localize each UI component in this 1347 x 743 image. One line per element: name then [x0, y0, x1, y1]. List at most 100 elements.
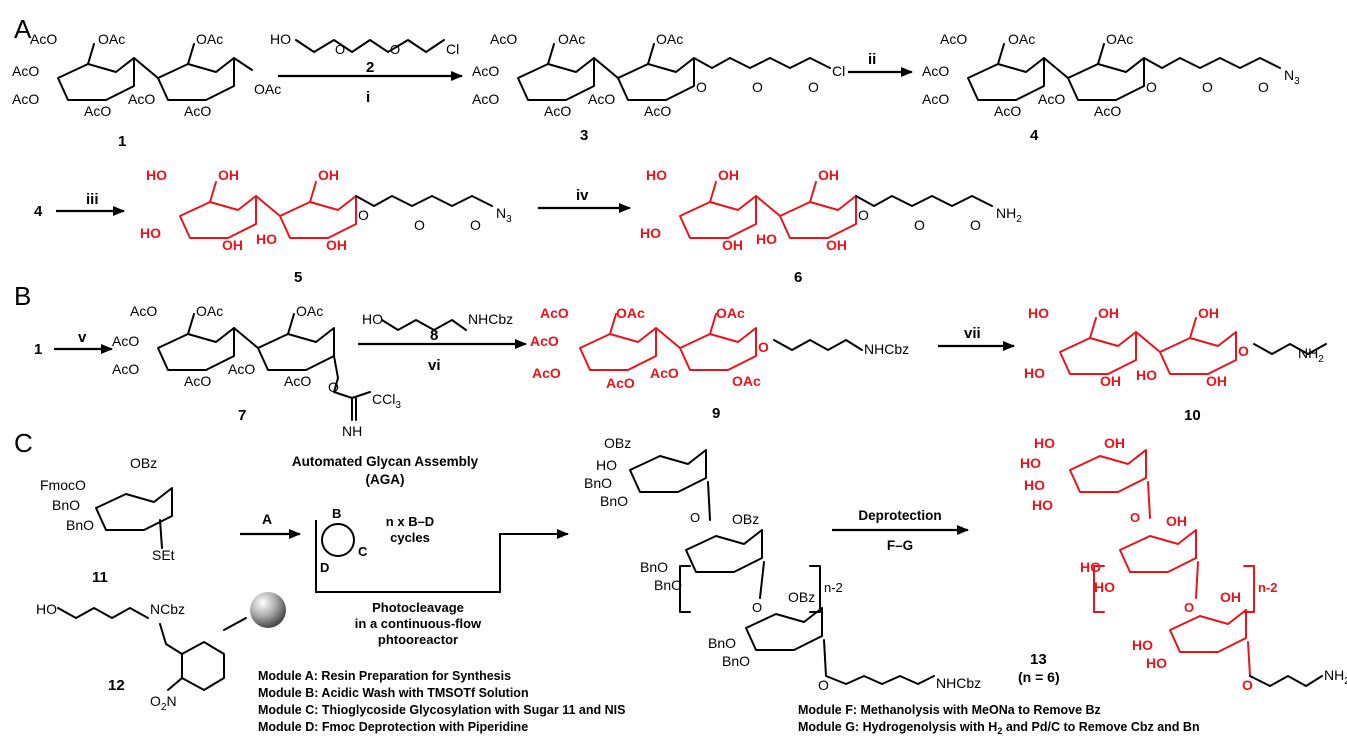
group-label: OAc — [196, 31, 223, 47]
photocleavage-label: in a continuous-flow — [355, 616, 482, 631]
group-label: AcO — [544, 103, 571, 119]
group-label: O — [808, 79, 819, 95]
reagent-label: A — [262, 511, 272, 527]
group-label: O2N — [150, 693, 177, 713]
group-label: HO — [596, 457, 617, 473]
group-label: OH — [722, 237, 743, 253]
group-label: NHCbz — [468, 311, 513, 327]
group-label: OH — [218, 167, 239, 183]
group-label: AcO — [184, 103, 211, 119]
group-label: OH — [318, 167, 339, 183]
group-label: HO — [1132, 637, 1153, 653]
group-label: AcO — [472, 91, 499, 107]
group-label: BnO — [584, 475, 612, 491]
compound-4-structure — [967, 43, 1281, 101]
group-label: BnO — [654, 577, 682, 593]
compound-9-structure — [579, 313, 863, 371]
group-label: O — [970, 217, 981, 233]
group-label: AcO — [994, 103, 1021, 119]
group-label: HO — [756, 231, 777, 247]
group-label: OH — [222, 237, 243, 253]
group-label: O — [690, 510, 700, 525]
reagent-label: vii — [964, 325, 981, 342]
group-label: NHCbz — [936, 675, 981, 691]
compound-13-structure — [1069, 449, 1323, 687]
group-label: OH — [1206, 373, 1227, 389]
compound-number: 12 — [108, 677, 125, 694]
compound-number: 4 — [1030, 127, 1039, 144]
group-label: OBz — [732, 511, 759, 527]
group-label: AcO — [228, 361, 255, 377]
photocleavage-label: Photocleavage — [372, 600, 464, 615]
group-label: OH — [1220, 589, 1241, 605]
module-b-description: Module B: Acidic Wash with TMSOTf Soluti… — [258, 686, 529, 700]
resin-bead — [250, 592, 286, 628]
group-label: SEt — [152, 547, 175, 563]
group-label: NCbz — [150, 601, 185, 617]
group-label: OAc — [656, 31, 683, 47]
compound-5-structure — [179, 181, 493, 239]
group-label: OAc — [98, 31, 125, 47]
cycle-label-d: D — [320, 560, 329, 575]
group-label: BnO — [52, 497, 80, 513]
group-label: OH — [326, 237, 347, 253]
compound-number: 1 — [118, 133, 126, 150]
group-label: O — [818, 677, 829, 693]
deprotection-label: Deprotection — [858, 508, 941, 523]
group-label: BnO — [600, 493, 628, 509]
group-label: O — [858, 207, 869, 223]
group-label: AcO — [112, 361, 139, 377]
group-label: BnO — [708, 635, 736, 651]
group-label: BnO — [722, 653, 750, 669]
protected-oligomer-structure — [629, 449, 935, 685]
compound-number: 9 — [712, 405, 720, 422]
group-label: OAc — [558, 31, 585, 47]
group-label: NH2 — [1298, 345, 1324, 365]
group-label: O — [358, 207, 369, 223]
group-label: AcO — [606, 375, 635, 391]
cycle-label-c: C — [358, 544, 368, 559]
cycles-label: n x B–D — [386, 514, 434, 529]
compound-number: 11 — [92, 569, 108, 586]
panel-label-a: A — [14, 14, 32, 44]
compound-6-structure — [679, 181, 993, 239]
group-label: HO — [1020, 455, 1041, 471]
repeat-label: n-2 — [824, 580, 843, 595]
group-label: HO — [140, 225, 161, 241]
compound-11-structure — [95, 487, 173, 549]
group-label: BnO — [66, 517, 94, 533]
panel-label-c: C — [14, 428, 33, 458]
group-label: OAc — [1008, 31, 1035, 47]
group-label: O — [390, 42, 400, 57]
group-label: O — [1184, 600, 1194, 615]
group-label: AcO — [472, 63, 499, 79]
group-label: AcO — [30, 31, 57, 47]
group-label: AcO — [532, 365, 561, 381]
group-label: OAc — [196, 303, 223, 319]
group-label: HO — [1080, 559, 1101, 575]
cycle-loop-icon — [321, 523, 355, 557]
group-label: AcO — [84, 103, 111, 119]
group-label: HO — [256, 231, 277, 247]
group-label: AcO — [284, 373, 311, 389]
compound-7-structure — [157, 313, 371, 421]
module-d-description: Module D: Fmoc Deprotection with Piperid… — [258, 720, 528, 734]
group-label: AcO — [940, 31, 967, 47]
group-label: AcO — [530, 333, 559, 349]
group-label: AcO — [184, 373, 211, 389]
group-label: HO — [1146, 655, 1167, 671]
group-label: HO — [646, 167, 667, 183]
compound-13-repeat-count: (n = 6) — [1018, 669, 1060, 685]
reagent-label: v — [78, 329, 87, 346]
group-label: HO — [640, 225, 661, 241]
group-label: AcO — [644, 103, 671, 119]
reagent-label: iv — [576, 187, 589, 204]
group-label: OH — [1198, 305, 1219, 321]
group-label: AcO — [922, 91, 949, 107]
group-label: O — [328, 379, 339, 395]
group-label: HO — [36, 601, 57, 617]
group-label: AcO — [540, 305, 569, 321]
group-label: Cl — [446, 41, 459, 57]
module-a-description: Module A: Resin Preparation for Synthesi… — [258, 669, 511, 683]
group-label: NHCbz — [864, 341, 909, 357]
